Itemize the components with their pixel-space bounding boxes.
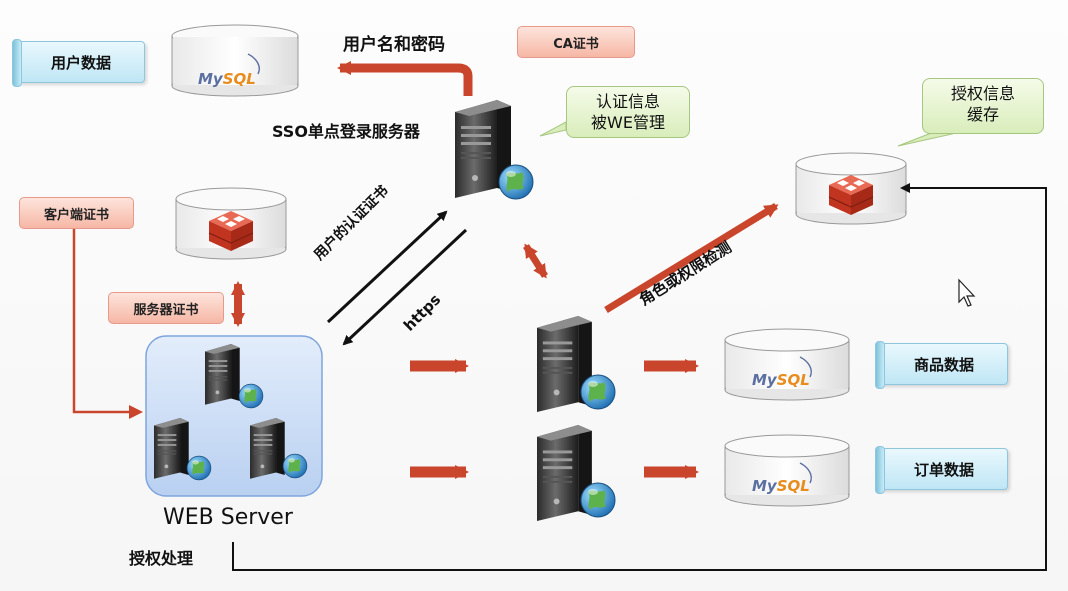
- globe-icon: [238, 383, 264, 409]
- auth-info-line1: 认证信息: [595, 92, 660, 111]
- mysql-logo: MySQL: [198, 70, 256, 88]
- sso-service-arrow: [523, 243, 548, 279]
- mysql-database-icon: [171, 24, 299, 97]
- mysql-database-icon: [724, 328, 850, 401]
- sso-server-label: SSO单点登录服务器: [272, 122, 420, 141]
- role-check-arrow: [604, 203, 779, 313]
- globe-icon: [580, 482, 616, 518]
- redis-cache-icon: [795, 152, 907, 225]
- web-server-label: WEB Server: [163, 505, 293, 530]
- https-response-arrow: [342, 228, 468, 346]
- mouse-cursor-icon: [958, 278, 976, 307]
- server-icon: [205, 344, 240, 405]
- auth-processing-line: [232, 183, 1047, 571]
- cert-request-arrow: [326, 210, 448, 324]
- client-cert-box: 客户端证书: [19, 197, 134, 229]
- auth-processing-label: 授权处理: [129, 549, 194, 568]
- auth-cache-bubble: 授权信息 缓存: [922, 78, 1044, 134]
- product-data-label: 商品数据: [875, 341, 1008, 389]
- mysql-database-icon: [724, 434, 850, 507]
- auth-cache-line2: 缓存: [966, 105, 999, 124]
- mysql-logo: MySQL: [752, 477, 810, 495]
- server-icon: [250, 418, 285, 479]
- auth-info-bubble: 认证信息 被WE管理: [566, 86, 690, 138]
- mysql-logo: MySQL: [752, 371, 810, 389]
- auth-info-line2: 被WE管理: [591, 113, 665, 132]
- username-password-label: 用户名和密码: [343, 35, 445, 55]
- credentials-arrow: [337, 61, 473, 96]
- globe-icon: [186, 455, 212, 481]
- server-icon: [154, 418, 189, 479]
- globe-icon: [580, 374, 616, 410]
- auth-cache-line1: 授权信息: [950, 84, 1015, 103]
- user-data-label: 用户数据: [12, 39, 145, 87]
- client-cert-line: [72, 226, 143, 419]
- globe-icon: [498, 164, 534, 200]
- order-data-label: 订单数据: [875, 446, 1008, 494]
- server-cert-box: 服务器证书: [108, 292, 224, 324]
- ca-cert-box: CA证书: [517, 26, 635, 58]
- redis-cache-icon: [175, 187, 287, 260]
- globe-icon: [282, 453, 308, 479]
